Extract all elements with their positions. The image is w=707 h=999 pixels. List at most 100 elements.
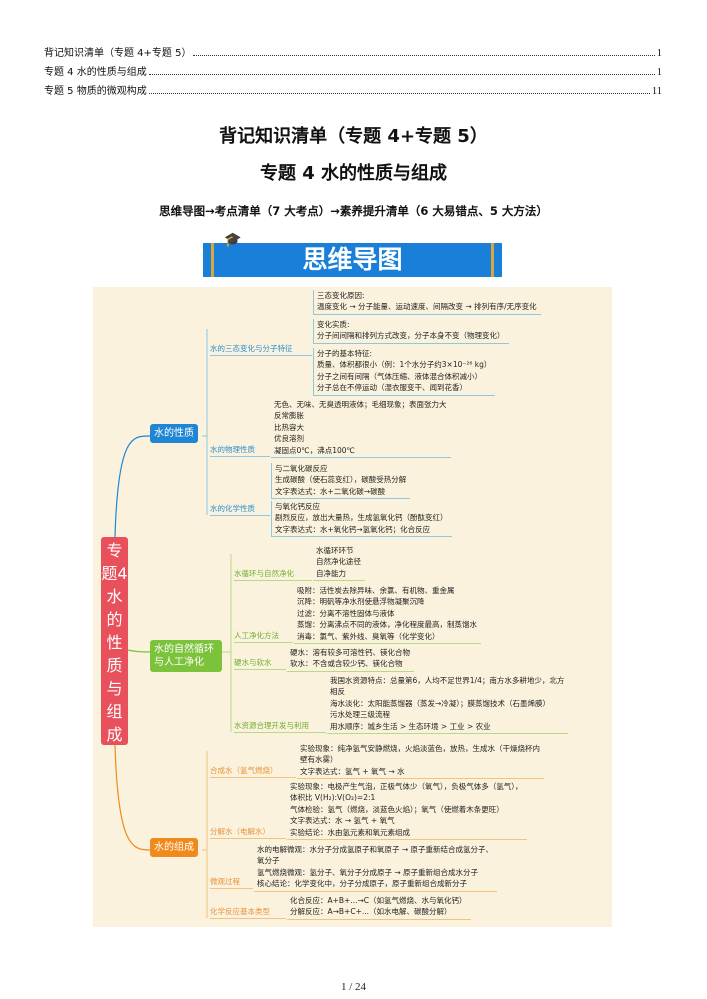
mind-map-detail-line: 氢气燃烧微观：氢分子、氧分子分成原子 → 原子重新组合成水分子 <box>257 867 479 877</box>
mind-map-detail-line: 生成碳酸（使石蕊变红），碳酸受热分解 <box>275 475 407 485</box>
toc-page: 11 <box>651 86 662 97</box>
mind-map-detail-line: 分子的基本特征: <box>317 349 373 358</box>
mind-map-detail-group: 无色、无味、无臭透明液体；毛细现象；表面张力大反常膨胀比热容大优良溶剂凝固点0℃… <box>271 399 451 459</box>
mind-map-subtopic: 人工净化方法 <box>234 630 293 643</box>
mind-map: 专题4水的性质与组成 水的性质 水的三态变化与分子特征 三态变化原因: 温度变化 → … <box>93 287 612 927</box>
branch-connector <box>114 435 151 538</box>
section-title: 专题 4 水的性质与组成 <box>259 163 448 184</box>
mind-map-detail-line: 吸附：活性炭去除异味、余氯、有机物、重金属 <box>297 586 455 595</box>
mind-map-detail-line: 无色、无味、无臭透明液体；毛细现象；表面张力大 <box>274 400 447 409</box>
mind-map-detail-line: 自然净化途径 <box>316 557 361 567</box>
mind-map-detail-line: 变化实质: <box>317 320 350 329</box>
mind-map-detail-group: 水循环环节自然净化途径自净能力 <box>313 545 365 582</box>
mind-map-detail-line: 分子间间隔和排列方式改变，分子本身不变（物理变化） <box>317 331 505 341</box>
mind-map-branch: 水的性质 <box>150 424 198 443</box>
mind-map-detail-group: 我国水资源特点：总量第6，人均不足世界1/4；南方水多耕地少，北方相反海水淡化：… <box>327 675 569 735</box>
mind-map-detail-line: 污水处理三级流程 <box>330 710 390 720</box>
mind-map-detail-line: 质量、体积都很小（例：1个水分子约3×10⁻²⁶ kg） <box>317 360 492 370</box>
mind-map-branch: 水的自然循环与人工净化 <box>150 640 222 672</box>
toc-entry[interactable]: 专题 4 水的性质与组成 1 <box>44 63 662 78</box>
mind-map-detail-group: 实验现象：电极产生气泡，正极气体少（氧气），负极气体多（氢气）， 体积比 V(H₂… <box>287 781 527 841</box>
mind-map-detail-line: 过滤：分离不溶性固体与液体 <box>297 608 395 618</box>
mind-map-detail-line: 分子总在不停运动（湿衣服变干、闻到花香） <box>317 383 467 393</box>
mind-map-subtopic: 水循环与自然净化 <box>234 568 312 581</box>
mind-map-detail-line: 消毒：氯气、紫外线、臭氧等（化学变化） <box>297 631 440 641</box>
mind-map-links <box>114 329 232 918</box>
mind-map-detail-line: 氧分子 <box>257 856 280 866</box>
mind-map-root: 专题4水的性质与组成 <box>101 537 128 745</box>
mind-map-subtopic: 化学反应基本类型 <box>210 906 286 919</box>
toc-entry[interactable]: 背记知识清单（专题 4+专题 5） 1 <box>44 44 662 59</box>
banner-bar <box>211 243 214 277</box>
mind-map-subtopic: 合成水（氢气燃烧） <box>210 765 296 778</box>
roadmap-text: 思维导图→考点清单（7 大考点）→素养提升清单（6 大易错点、5 大方法） <box>159 204 548 218</box>
branch-connector <box>114 744 151 851</box>
mind-map-detail-line: 核心结论：化学变化中，分子分成原子，原子重新组合成新分子 <box>257 879 467 889</box>
mind-map-detail-line: 剧烈反应，放出大量热，生成氢氧化钙（酚酞变红） <box>275 513 448 523</box>
mind-map-detail-line: 优良溶剂 <box>274 434 304 444</box>
mind-map-detail-line: 温度变化 → 分子能量、运动速度、间隔改变 → 排列有序/无序变化 <box>317 302 537 312</box>
mind-map-detail-line: 文字表达式：氢气 + 氧气 → 水 <box>300 766 405 776</box>
mind-map-detail-line: 水的电解微观：水分子分成氢原子和氧原子 → 原子重新结合成氢分子、 <box>257 845 494 854</box>
mind-map-detail-line: 分解反应：A→B+C+...（如水电解、碳酸分解） <box>290 907 452 917</box>
mind-map-detail-line: 比热容大 <box>274 422 304 432</box>
toc-title: 背记知识清单（专题 4+专题 5） <box>44 48 192 59</box>
toc-leader <box>148 93 650 94</box>
mind-map-detail-group: 水的电解微观：水分子分成氢原子和氧原子 → 原子重新结合成氢分子、氧分子氢气燃烧… <box>254 844 498 892</box>
mind-map-detail-line: 实验结论：水由氢元素和氧元素组成 <box>290 827 410 837</box>
mind-map-detail-group: 硬水：溶有较多可溶性钙、镁化合物软水：不含或含较少钙、镁化合物 <box>287 647 414 672</box>
mind-map-detail-line: 化合反应：A+B+...→C（如氢气燃烧、水与氧化钙） <box>290 896 467 905</box>
mind-map-detail-line: 文字表达式：水 → 氢气 + 氧气 <box>290 816 395 826</box>
banner-bar <box>491 243 494 277</box>
graduation-cap-icon: 🎓 <box>224 232 242 248</box>
mind-map-branch: 水的组成 <box>150 838 198 857</box>
mind-map-detail-line: 分子之间有间隔（气体压缩、液体混合体积减小） <box>317 371 482 381</box>
mind-map-detail-line: 沉降：明矾等净水剂使悬浮物凝聚沉降 <box>297 597 425 607</box>
toc-entry[interactable]: 专题 5 物质的微观构成 11 <box>44 82 662 97</box>
mind-map-detail-line: 与二氧化碳反应 <box>275 464 328 473</box>
mind-map-detail-line: 实验现象：电极产生气泡，正极气体少（氧气），负极气体多（氢气）， <box>290 782 523 791</box>
mind-map-detail-group: 化合反应：A+B+...→C（如氢气燃烧、水与氧化钙） 分解反应：A→B+C+..… <box>287 895 471 920</box>
mind-map-subtopic: 微观过程 <box>210 876 253 889</box>
mind-map-detail-group: 三态变化原因: 温度变化 → 分子能量、运动速度、间隔改变 → 排列有序/无序变化 <box>313 290 541 315</box>
mind-map-detail-line: 壁有水雾） <box>300 755 338 765</box>
toc-leader <box>148 74 655 75</box>
mind-map-detail-line: 气体检验：氢气（燃烧，淡蓝色火焰）；氧气（使燃着木条更旺） <box>290 804 504 814</box>
mind-map-detail-group: 与二氧化碳反应生成碳酸（使石蕊变红），碳酸受热分解文字表达式：水+二氧化碳→碳酸 <box>271 463 411 500</box>
mind-map-detail-line: 海水淡化：太阳能蒸馏器（蒸发→冷凝）；膜蒸馏技术（石墨烯膜） <box>330 698 551 708</box>
mind-map-detail-line: 文字表达式：水+二氧化碳→碳酸 <box>275 486 386 496</box>
mind-map-detail-line: 三态变化原因: <box>317 291 365 300</box>
mind-map-detail-line: 自净能力 <box>316 568 346 578</box>
page-number: 1 / 24 <box>340 981 367 993</box>
mind-map-subtopic: 水资源合理开发与利用 <box>234 720 326 733</box>
mind-map-detail-line: 文字表达式：水+氧化钙→氢氧化钙；化合反应 <box>275 524 431 534</box>
mind-map-subtopic: 水的化学性质 <box>210 503 270 516</box>
mind-map-detail-group: 分子的基本特征: 质量、体积都很小（例：1个水分子约3×10⁻²⁶ kg）分子之间… <box>313 348 496 396</box>
mind-map-detail-group: 实验现象：纯净氢气安静燃烧，火焰淡蓝色，放热，生成水（干燥烧杯内壁有水雾）文字表… <box>297 743 544 780</box>
toc-title: 专题 5 物质的微观构成 <box>44 86 147 97</box>
toc-leader <box>193 55 655 56</box>
mind-map-detail-line: 体积比 V(H₂):V(O₂)=2:1 <box>290 793 376 803</box>
mind-map-detail-group: 与氧化钙反应剧烈反应，放出大量热，生成氢氧化钙（酚酞变红）文字表达式：水+氧化钙… <box>271 501 452 538</box>
mind-map-detail-line: 蒸馏：分离沸点不同的液体，净化程度最高，制蒸馏水 <box>297 620 477 630</box>
mind-map-detail-line: 用水顺序：城乡生活 > 生态环境 > 工业 > 农业 <box>330 721 491 731</box>
mind-map-detail-line: 实验现象：纯净氢气安静燃烧，火焰淡蓝色，放热，生成水（干燥烧杯内 <box>300 744 540 753</box>
mind-map-detail-line: 反常膨胀 <box>274 411 304 421</box>
page-title: 背记知识清单（专题 4+专题 5） <box>219 126 488 147</box>
mind-map-detail-line: 软水：不含或含较少钙、镁化合物 <box>290 659 403 669</box>
mind-map-subtopic: 硬水与软水 <box>234 657 286 670</box>
toc-page: 1 <box>656 48 662 59</box>
mind-map-detail-line: 硬水：溶有较多可溶性钙、镁化合物 <box>290 648 410 657</box>
mind-map-detail-line: 相反 <box>330 687 345 697</box>
banner-title: 思维导图 <box>302 245 403 274</box>
toc-title: 专题 4 水的性质与组成 <box>44 67 147 78</box>
mind-map-detail-group: 吸附：活性炭去除异味、余氯、有机物、重金属沉降：明矾等净水剂使悬浮物凝聚沉降过滤… <box>294 585 481 645</box>
mind-map-detail-line: 凝固点0℃，沸点100℃ <box>274 445 355 455</box>
mindmap-banner: 思维导图 <box>203 243 502 277</box>
toc-page: 1 <box>656 67 662 78</box>
mind-map-detail-line: 水循环环节 <box>316 546 354 555</box>
mind-map-subtopic: 分解水（电解水） <box>210 826 286 839</box>
mind-map-subtopic: 水的物理性质 <box>210 444 270 457</box>
mind-map-subtopic: 水的三态变化与分子特征 <box>210 343 312 356</box>
mind-map-detail-line: 我国水资源特点：总量第6，人均不足世界1/4；南方水多耕地少，北方 <box>330 676 565 685</box>
